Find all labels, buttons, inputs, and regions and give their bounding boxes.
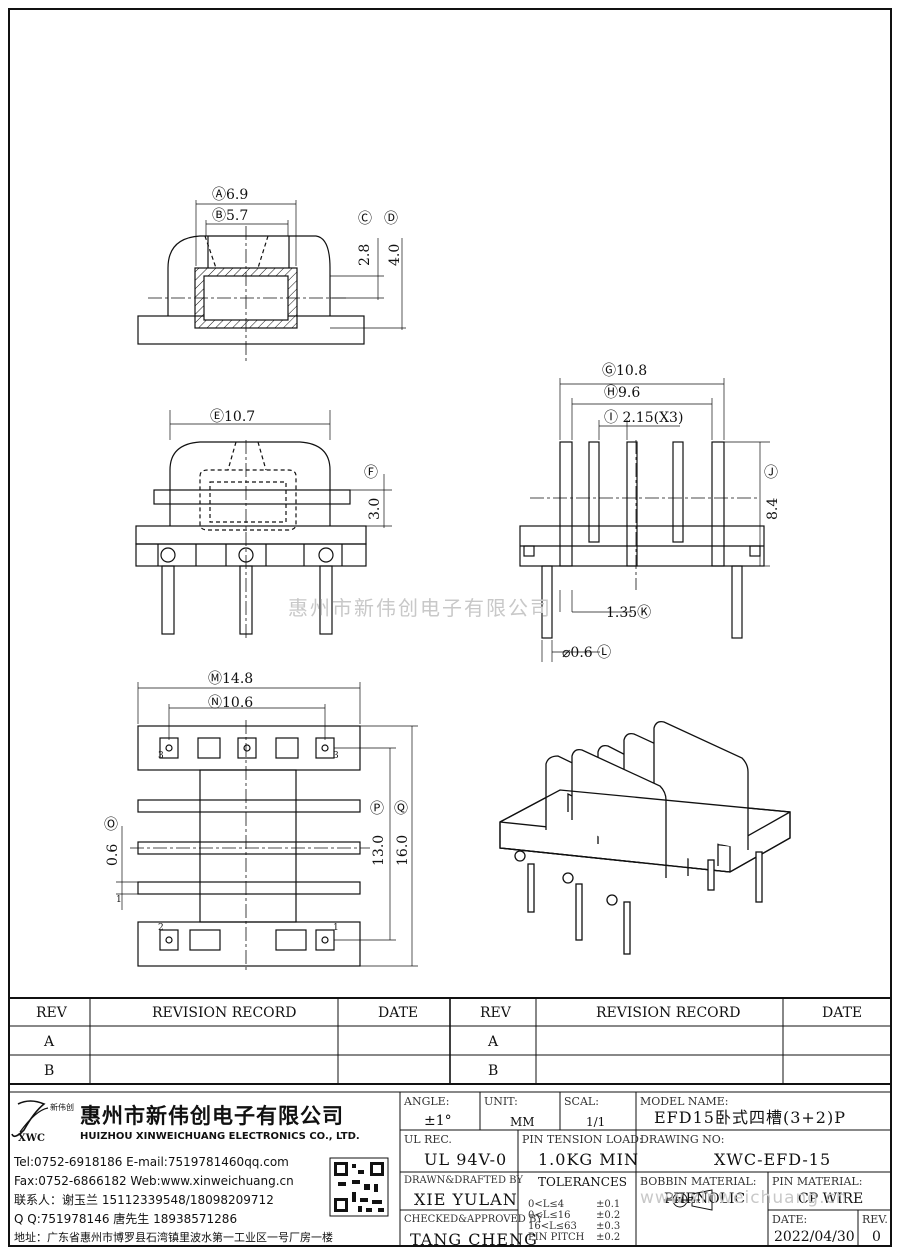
dim-j-value: 8.4 — [765, 497, 781, 520]
pin-number: 3 — [158, 751, 164, 761]
pin-tension-value: 1.0KG MIN — [538, 1150, 639, 1169]
rev-value: 0 — [872, 1229, 881, 1245]
rev-cell: B — [44, 1063, 55, 1079]
dim-c-value: 2.8 — [357, 243, 373, 266]
date-value: 2022/04/30 — [774, 1229, 855, 1245]
checked-label: CHECKED&APPROVED BY — [404, 1214, 543, 1225]
drawn-value: XIE YULAN — [414, 1190, 518, 1209]
tolerance-value: ±0.2 — [596, 1232, 621, 1243]
rev-cell: B — [488, 1063, 499, 1079]
view-front — [135, 410, 392, 640]
tolerance-range: 16<L≤63 — [528, 1221, 577, 1232]
watermark: 惠州市新伟创电子有限公司 — [288, 596, 552, 620]
tolerance-range: 0<L≤16 — [528, 1210, 571, 1221]
drawn-label: DRAWN&DRAFTED BY — [404, 1175, 523, 1186]
dim-d-value: 4.0 — [387, 243, 403, 266]
dim-o-label: Ⓞ — [104, 817, 118, 833]
bobbin-material-value: PHENOLIC — [664, 1191, 746, 1207]
date-label: DATE: — [772, 1213, 808, 1226]
pin-number: 2 — [158, 923, 164, 933]
logo-sub: 新伟创 — [50, 1103, 74, 1112]
dim-h: Ⓗ9.6 — [604, 385, 641, 401]
company-logo — [11, 1100, 49, 1138]
ul-value: UL 94V-0 — [424, 1150, 508, 1169]
pin-material-value: CP WIRE — [798, 1191, 864, 1207]
contact-line: 联系人：谢玉兰 15112339548/18098209712 — [14, 1193, 274, 1207]
tolerance-range: PIN PITCH — [528, 1232, 585, 1243]
view-isometric — [499, 720, 791, 955]
pin-number: 1 — [333, 923, 339, 933]
tolerance-value: ±0.1 — [596, 1199, 621, 1210]
scale-value: 1/1 — [586, 1115, 606, 1129]
rev-header: REV — [480, 1005, 511, 1021]
revision-table-grid — [8, 997, 892, 1085]
model-value: EFD15卧式四槽(3+2)P — [654, 1108, 846, 1127]
tolerance-value: ±0.2 — [596, 1210, 621, 1221]
dim-n: Ⓝ10.6 — [208, 695, 254, 711]
drawing-no-label: DRAWING NO: — [640, 1133, 725, 1146]
qq-line: Q Q:751978146 唐先生 18938571286 — [14, 1212, 238, 1226]
pin-tension-label: PIN TENSION LOAD: — [522, 1133, 643, 1146]
company-name-en: HUIZHOU XINWEICHUANG ELECTRONICS CO., LT… — [80, 1131, 360, 1142]
checked-value: TANG CHENG — [410, 1230, 538, 1249]
pin-material-label: PIN MATERIAL: — [772, 1175, 863, 1188]
tel-line: Tel:0752-6918186 E-mail:7519781460qq.com — [14, 1155, 289, 1169]
dim-l: ⌀0.6 Ⓛ — [562, 645, 612, 661]
view-bottom — [116, 682, 418, 972]
dim-p-label: Ⓟ — [370, 801, 384, 817]
company-name-cn: 惠州市新伟创电子有限公司 — [80, 1104, 344, 1128]
dim-o-value: 0.6 — [105, 843, 121, 866]
pin-number: 3 — [333, 751, 339, 761]
rev-label: REV. — [862, 1213, 888, 1226]
angle-label: ANGLE: — [404, 1095, 450, 1108]
dim-f-value: 3.0 — [367, 497, 383, 520]
qr-code — [329, 1157, 389, 1217]
drawing-no-value: XWC-EFD-15 — [714, 1150, 832, 1169]
dim-q-label: Ⓠ — [394, 801, 408, 817]
dim-e: Ⓔ10.7 — [210, 409, 256, 425]
dim-q-value: 16.0 — [395, 834, 411, 866]
rev-header: REV — [36, 1005, 67, 1021]
ul-label: UL REC. — [404, 1133, 452, 1146]
date-header: DATE — [822, 1005, 863, 1021]
tolerance-range: 0<L≤4 — [528, 1199, 565, 1210]
tolerances-label: TOLERANCES — [538, 1175, 627, 1189]
rev-cell: A — [44, 1034, 55, 1050]
angle-value: ±1° — [424, 1113, 452, 1129]
dim-i: Ⓘ 2.15(X3) — [604, 410, 684, 426]
unit-label: UNIT: — [484, 1095, 518, 1108]
dim-j-label: Ⓙ — [764, 465, 778, 481]
fax-line: Fax:0752-6866182 Web:www.xinweichuang.cn — [14, 1174, 294, 1188]
unit-value: MM — [510, 1115, 535, 1129]
logo-text: XWC — [18, 1133, 45, 1144]
drawing-frame — [8, 8, 892, 1247]
tolerance-value: ±0.3 — [596, 1221, 621, 1232]
dim-d-label: Ⓓ — [384, 211, 398, 227]
dim-m: Ⓜ14.8 — [208, 671, 254, 687]
dim-c-label: Ⓒ — [358, 211, 372, 227]
view-side — [519, 378, 770, 662]
revision-record-header: REVISION RECORD — [152, 1005, 297, 1021]
date-header: DATE — [378, 1005, 419, 1021]
dim-p-value: 13.0 — [371, 834, 387, 866]
dim-f-label: Ⓕ — [364, 465, 378, 481]
model-label: MODEL NAME: — [640, 1095, 729, 1108]
projection-symbol — [664, 1189, 713, 1211]
bobbin-material-label: BOBBIN MATERIAL: — [640, 1175, 757, 1188]
revision-record-header: REVISION RECORD — [596, 1005, 741, 1021]
watermark: www.xinweichuang.cn — [640, 1188, 848, 1208]
scale-label: SCAL: — [564, 1095, 599, 1108]
title-block-grid — [8, 1091, 892, 1247]
dim-g: Ⓖ10.8 — [602, 363, 648, 379]
dim-a: Ⓐ6.9 — [212, 187, 249, 203]
view-section-top — [137, 200, 406, 364]
address-line: 地址：广东省惠州市博罗县石湾镇里波水第一工业区一号厂房一楼 — [14, 1231, 333, 1244]
side-mark: 1 — [116, 895, 122, 905]
rev-cell: A — [488, 1034, 499, 1050]
dim-b: Ⓑ5.7 — [212, 208, 249, 224]
dim-k: 1.35Ⓚ — [606, 605, 652, 621]
